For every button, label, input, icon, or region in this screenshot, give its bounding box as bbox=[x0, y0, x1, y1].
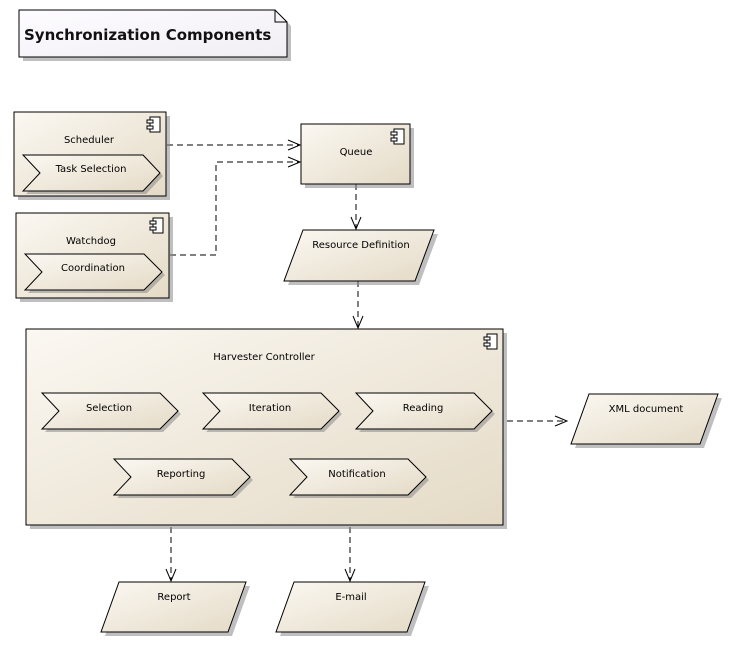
notification-label: Notification bbox=[328, 469, 385, 480]
xml-document-artifact[interactable]: XML document bbox=[570, 393, 722, 448]
reading-label: Reading bbox=[403, 403, 444, 414]
task-selection-part[interactable]: Task Selection bbox=[21, 154, 163, 194]
component-icon bbox=[483, 333, 498, 350]
note-fold-corner bbox=[274, 10, 287, 23]
iteration-part[interactable]: Iteration bbox=[201, 392, 342, 432]
edge-queue-resource-arrowhead bbox=[350, 216, 362, 231]
reporting-shape bbox=[112, 458, 251, 496]
coordination-part[interactable]: Coordination bbox=[23, 253, 165, 293]
edge-watchdog-queue bbox=[170, 161, 300, 256]
dependency-edges bbox=[165, 139, 569, 583]
component-icon bbox=[149, 217, 164, 234]
reporting-label: Reporting bbox=[157, 469, 206, 480]
edge-harvester-report-arrowhead bbox=[165, 568, 177, 583]
watchdog-component[interactable]: Watchdog Coordination bbox=[15, 212, 173, 302]
scheduler-component[interactable]: Scheduler Task Selection bbox=[13, 111, 170, 200]
selection-shape bbox=[40, 392, 179, 430]
iteration-label: Iteration bbox=[249, 403, 291, 414]
email-label: E-mail bbox=[335, 592, 366, 603]
harvester-controller-label: Harvester Controller bbox=[213, 352, 315, 363]
resource-definition-artifact[interactable]: Resource Definition bbox=[283, 229, 438, 285]
title-note[interactable]: Synchronization Components bbox=[18, 9, 291, 61]
edge-scheduler-queue-arrowhead bbox=[287, 139, 302, 151]
task-selection-label: Task Selection bbox=[55, 164, 127, 175]
email-artifact[interactable]: E-mail bbox=[275, 581, 429, 636]
diagram-title: Synchronization Components bbox=[24, 26, 271, 44]
watchdog-label: Watchdog bbox=[66, 236, 116, 247]
queue-label: Queue bbox=[340, 147, 373, 158]
resource-definition-label: Resource Definition bbox=[312, 240, 409, 251]
report-artifact[interactable]: Report bbox=[100, 581, 250, 636]
selection-label: Selection bbox=[86, 403, 132, 414]
report-label: Report bbox=[157, 592, 190, 603]
edge-harvester-email-arrowhead bbox=[344, 568, 356, 583]
reading-part[interactable]: Reading bbox=[354, 392, 495, 432]
xml-document-label: XML document bbox=[609, 404, 684, 415]
scheduler-label: Scheduler bbox=[64, 135, 115, 146]
iteration-shape bbox=[201, 392, 340, 430]
queue-component[interactable]: Queue bbox=[300, 123, 414, 188]
notification-shape bbox=[288, 458, 427, 496]
edge-harvester-xml-arrowhead bbox=[554, 415, 569, 427]
report-shape bbox=[100, 581, 247, 633]
coordination-label: Coordination bbox=[61, 263, 125, 274]
xml-document-shape bbox=[570, 393, 719, 445]
resource-definition-shape bbox=[283, 229, 435, 282]
edge-resource-harvester-arrowhead bbox=[352, 315, 364, 330]
notification-part[interactable]: Notification bbox=[288, 458, 429, 498]
component-icon bbox=[146, 116, 161, 133]
component-icon bbox=[390, 128, 405, 145]
selection-part[interactable]: Selection bbox=[40, 392, 181, 432]
reporting-part[interactable]: Reporting bbox=[112, 458, 253, 498]
edge-watchdog-queue-arrowhead bbox=[287, 156, 302, 168]
harvester-controller-component[interactable]: Harvester Controller Selection Iteration… bbox=[25, 328, 507, 529]
title-note-body bbox=[18, 9, 288, 58]
task-selection-shape bbox=[21, 154, 161, 192]
coordination-shape bbox=[23, 253, 163, 291]
reading-shape bbox=[354, 392, 493, 430]
email-shape bbox=[275, 581, 426, 633]
